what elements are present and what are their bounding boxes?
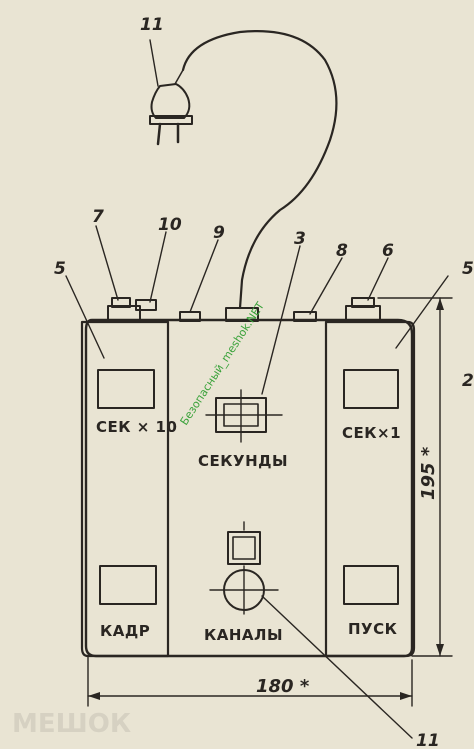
dimension-lines (87, 297, 453, 707)
channel-indicator (227, 521, 261, 565)
window-right-top (343, 369, 399, 409)
seconds-indicator (205, 389, 283, 443)
callout-leaders (65, 39, 449, 739)
power-cord (181, 30, 338, 310)
callout-10: 10 (158, 215, 182, 235)
callout-11-bottom: 11 (416, 731, 440, 749)
label-kanaly: КАНАЛЫ (204, 626, 283, 644)
callout-2-partial: 2 (462, 371, 474, 391)
callout-5-left: 5 (54, 259, 66, 279)
dimension-width-label: 180 * (256, 676, 310, 697)
power-plug (149, 69, 193, 146)
watermark-logo: МЕШОК (12, 709, 131, 739)
callout-7: 7 (92, 207, 104, 227)
device-body (80, 318, 416, 658)
callout-11: 11 (140, 15, 164, 35)
callout-6: 6 (382, 241, 394, 261)
label-sec-x1: СЕК×1 (342, 424, 401, 442)
callout-8: 8 (336, 241, 348, 261)
label-pusk: ПУСК (348, 620, 398, 638)
window-right-bottom (343, 565, 399, 605)
window-left-top (97, 369, 155, 409)
dimension-height-label: 195 * (418, 446, 439, 500)
label-kadr: КАДР (100, 622, 150, 640)
channel-knob (209, 565, 279, 615)
callout-5-right: 5 (462, 259, 474, 279)
label-sec-x10: СЕК × 10 (96, 418, 177, 436)
callout-9: 9 (213, 223, 225, 243)
label-sekundy: СЕКУНДЫ (198, 452, 288, 470)
window-left-bottom (99, 565, 157, 605)
watermark-ribbon: Безопасный_meshok.NET (178, 299, 268, 427)
callout-3: 3 (294, 229, 306, 249)
